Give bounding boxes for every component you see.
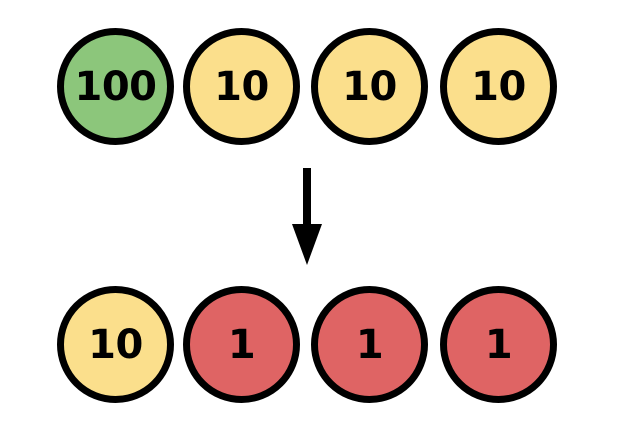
- node-label: 10: [214, 63, 269, 110]
- node-row-before: 100 10 10 10: [0, 24, 625, 149]
- node-circle: 100: [57, 28, 174, 145]
- node-label: 10: [471, 63, 526, 110]
- node-label: 10: [88, 321, 143, 368]
- node-label: 1: [355, 321, 384, 368]
- node-label: 1: [227, 321, 256, 368]
- node-row-after: 10 1 1 1: [0, 282, 625, 407]
- down-arrow-icon: [283, 168, 331, 268]
- node-label: 1: [484, 321, 513, 368]
- down-arrow-svg: [292, 168, 322, 265]
- node-circle: 1: [440, 286, 557, 403]
- node-label: 100: [74, 63, 158, 110]
- node-circle: 10: [311, 28, 428, 145]
- node-circle: 10: [440, 28, 557, 145]
- node-circle: 10: [183, 28, 300, 145]
- node-circle: 1: [311, 286, 428, 403]
- node-circle: 1: [183, 286, 300, 403]
- node-label: 10: [342, 63, 397, 110]
- node-circle: 10: [57, 286, 174, 403]
